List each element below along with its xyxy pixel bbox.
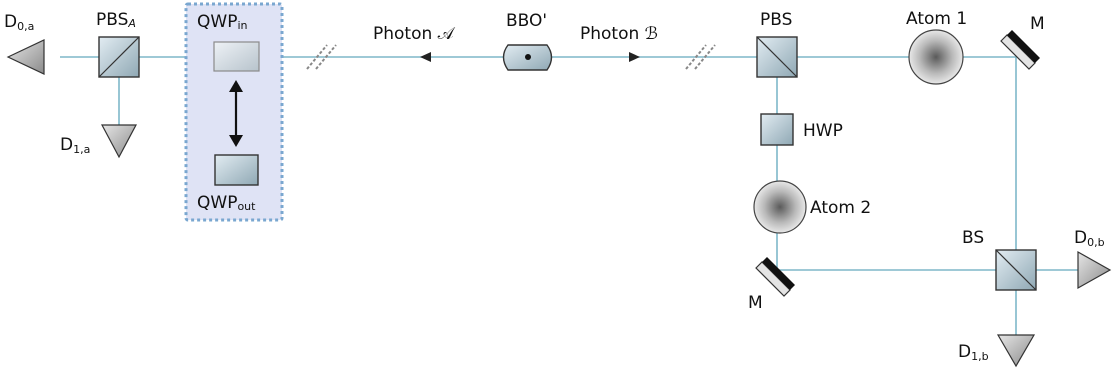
- beam-splitter: [995, 249, 1037, 291]
- mirror-top: [1000, 30, 1040, 70]
- detector-d0b: [1077, 250, 1112, 290]
- svg-text:D1,b: D1,b: [958, 342, 989, 363]
- pbs-a-label: PBS: [96, 10, 128, 30]
- bbo-crystal: [502, 44, 553, 71]
- fiber-break-left: [306, 44, 337, 70]
- fiber-break-right: [685, 44, 716, 70]
- mirror-top-label: M: [1030, 14, 1045, 34]
- qwp-in-label: QWP: [197, 12, 237, 32]
- svg-text:QWPin: QWPin: [197, 12, 248, 32]
- qwp-out-label: QWP: [197, 193, 237, 213]
- photon-a-label: Photon 𝒜: [373, 24, 456, 44]
- photon-b-label: Photon ℬ: [580, 24, 658, 44]
- pbs: [756, 36, 798, 78]
- atom-1-label: Atom 1: [906, 9, 967, 29]
- qwp-in: [213, 41, 260, 72]
- svg-text:D0,b: D0,b: [1074, 228, 1105, 249]
- photon-b-direction-arrow: [629, 52, 640, 62]
- detector-d0a: [6, 39, 45, 75]
- detector-d1b: [996, 334, 1036, 368]
- detector-d0b-label: D: [1074, 228, 1087, 248]
- detector-d0a-label: D: [4, 12, 17, 32]
- hwp-label: HWP: [803, 121, 843, 141]
- pbs-a: [98, 36, 140, 78]
- mirror-bottom-label: M: [748, 293, 763, 313]
- svg-text:QWPout: QWPout: [197, 193, 256, 213]
- qwp-switch-arrow: [229, 80, 243, 147]
- atom-2: [753, 180, 807, 234]
- svg-text:D0,a: D0,a: [4, 12, 34, 33]
- detector-d1a-label: D: [60, 135, 73, 155]
- qwp-out: [214, 154, 259, 186]
- svg-text:PBSA: PBSA: [96, 10, 136, 30]
- pbs-label: PBS: [760, 10, 792, 30]
- qwp-switch-box: [184, 2, 284, 222]
- detector-d1a: [101, 124, 137, 159]
- atom-1: [908, 29, 964, 85]
- bbo-label: BBO': [506, 11, 547, 31]
- svg-text:D1,a: D1,a: [60, 135, 90, 156]
- mirror-bottom: [755, 257, 795, 297]
- atom-2-label: Atom 2: [810, 198, 871, 218]
- hwp: [760, 113, 794, 146]
- detector-d1b-label: D: [958, 342, 971, 362]
- photon-a-direction-arrow: [420, 52, 431, 62]
- bs-label: BS: [962, 228, 984, 248]
